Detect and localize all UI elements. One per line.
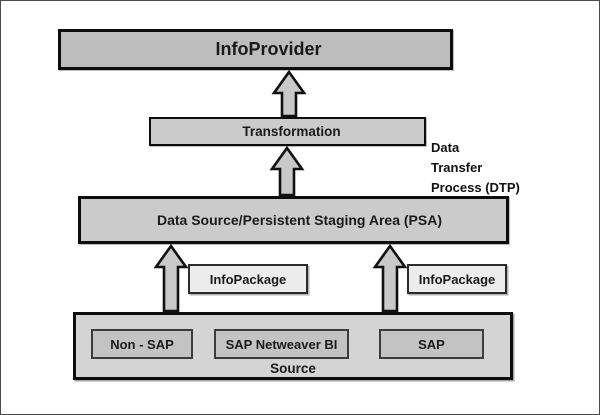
- node-infopackage-left: InfoPackage: [188, 264, 308, 294]
- up-arrow-icon: [153, 243, 189, 313]
- up-arrow-icon: [372, 243, 408, 313]
- source-container-label: Source: [270, 361, 316, 376]
- up-arrow-icon: [271, 69, 307, 118]
- node-infopackage-right: InfoPackage: [407, 264, 507, 294]
- node-transformation: Transformation: [149, 117, 426, 146]
- node-source-container: Non - SAP SAP Netweaver BI SAP Source: [73, 312, 513, 380]
- dtp-annotation-line: Data: [431, 140, 460, 155]
- node-psa: Data Source/Persistent Staging Area (PSA…: [78, 196, 509, 244]
- up-arrow-icon: [269, 145, 305, 197]
- node-infoprovider: InfoProvider: [58, 29, 453, 70]
- node-source-sap: SAP: [379, 329, 484, 359]
- dtp-annotation: Data Transfer Process (DTP): [431, 138, 520, 198]
- node-source-non-sap: Non - SAP: [91, 329, 193, 359]
- dtp-annotation-line: Process (DTP): [431, 180, 520, 195]
- node-source-sap-netweaver-bi: SAP Netweaver BI: [214, 329, 349, 359]
- dtp-annotation-line: Transfer: [431, 160, 483, 175]
